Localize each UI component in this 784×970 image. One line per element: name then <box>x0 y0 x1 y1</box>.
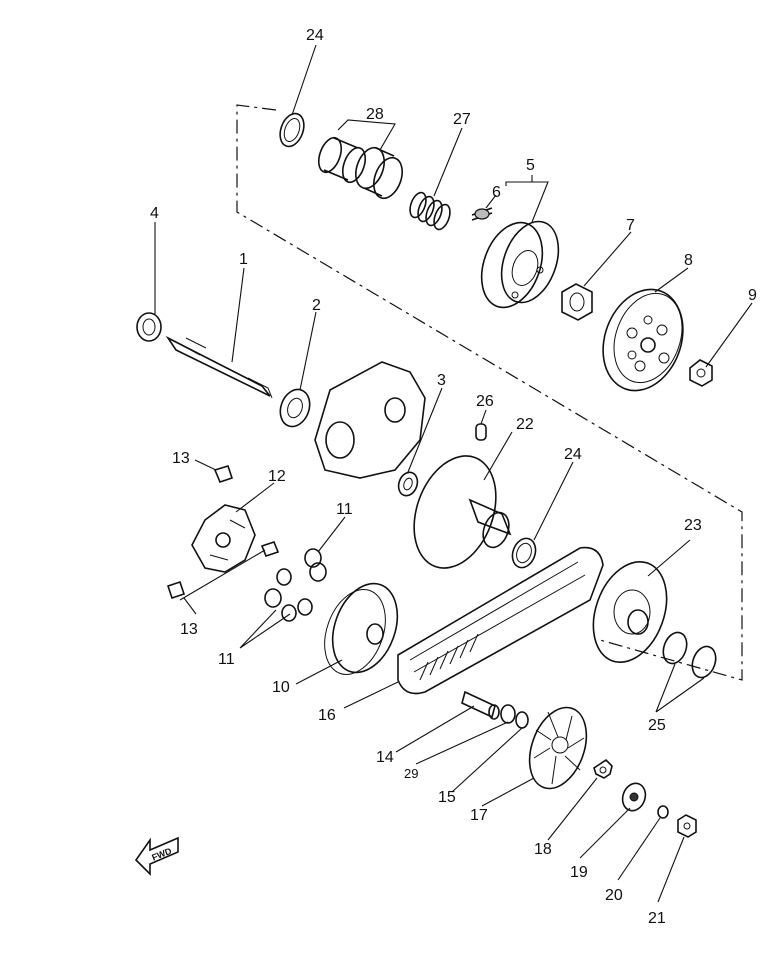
label-13-top: 13 <box>172 450 190 467</box>
label-21: 21 <box>648 910 666 927</box>
part-24-ring-right <box>511 537 537 569</box>
label-10: 10 <box>272 679 290 696</box>
part-22-primary-sheave <box>413 455 512 569</box>
part-12-cam-plate <box>191 504 256 573</box>
label-16: 16 <box>318 707 336 724</box>
label-24-right: 24 <box>564 446 582 463</box>
label-1: 1 <box>239 251 248 268</box>
callout-labels: 24 28 27 5 6 7 8 9 4 1 2 3 26 22 24 13 1… <box>150 27 757 927</box>
part-9-nut <box>689 359 713 387</box>
part-13-slider-right <box>260 541 280 557</box>
label-20: 20 <box>605 887 623 904</box>
part-11-rollers <box>264 548 327 622</box>
label-17: 17 <box>470 807 488 824</box>
part-16-v-belt <box>397 546 604 695</box>
part-15-washer <box>515 711 529 729</box>
part-19-ratchet <box>621 782 647 812</box>
gear-case-cover <box>314 361 426 479</box>
label-2: 2 <box>312 297 321 314</box>
part-13-slider-top <box>213 465 234 483</box>
part-2-bearing <box>279 388 311 428</box>
fwd-arrow-icon: FWD <box>134 836 179 876</box>
label-29: 29 <box>404 766 418 781</box>
part-18-starter-gear <box>593 758 613 779</box>
part-13-slider-left <box>166 580 186 600</box>
part-23-secondary-sheave <box>592 560 668 664</box>
label-18: 18 <box>534 841 552 858</box>
label-5: 5 <box>526 157 535 174</box>
label-19: 19 <box>570 864 588 881</box>
leader-lines <box>154 44 753 903</box>
label-22: 22 <box>516 416 534 433</box>
part-7-nut <box>561 283 593 321</box>
part-5-clutch-carrier <box>480 220 560 309</box>
label-28: 28 <box>366 106 384 123</box>
part-20-washer <box>657 805 669 819</box>
part-17-fan <box>528 706 588 790</box>
part-25-o-rings <box>662 631 717 679</box>
label-11-top: 11 <box>336 501 353 518</box>
label-13-bottom: 13 <box>180 621 198 638</box>
part-27-spring <box>409 191 451 231</box>
part-14-collar <box>461 690 500 720</box>
label-27: 27 <box>453 111 471 128</box>
label-7: 7 <box>626 217 635 234</box>
label-8: 8 <box>684 252 693 269</box>
part-8-clutch-housing <box>602 288 684 392</box>
label-3: 3 <box>437 372 446 389</box>
assembly-frame <box>236 104 743 681</box>
label-15: 15 <box>438 789 456 806</box>
label-14: 14 <box>376 749 394 766</box>
label-6: 6 <box>492 184 501 201</box>
part-21-nut <box>677 814 697 838</box>
part-24-ring-top <box>279 112 305 148</box>
part-1-drive-shaft <box>165 335 273 399</box>
part-4-bearing <box>136 312 162 342</box>
part-28-collars <box>317 136 403 200</box>
label-23: 23 <box>684 517 702 534</box>
label-12: 12 <box>268 468 286 485</box>
label-9: 9 <box>748 287 757 304</box>
part-10-movable-sheave <box>324 582 399 675</box>
part-3-washer <box>397 471 419 497</box>
part-29-washer <box>500 704 516 724</box>
part-6-pin <box>471 207 493 221</box>
part-26-pin <box>475 423 487 441</box>
label-25: 25 <box>648 717 666 734</box>
label-26: 26 <box>476 393 494 410</box>
label-11-bottom: 11 <box>218 651 235 668</box>
label-24-top: 24 <box>306 27 324 44</box>
label-4: 4 <box>150 205 159 222</box>
